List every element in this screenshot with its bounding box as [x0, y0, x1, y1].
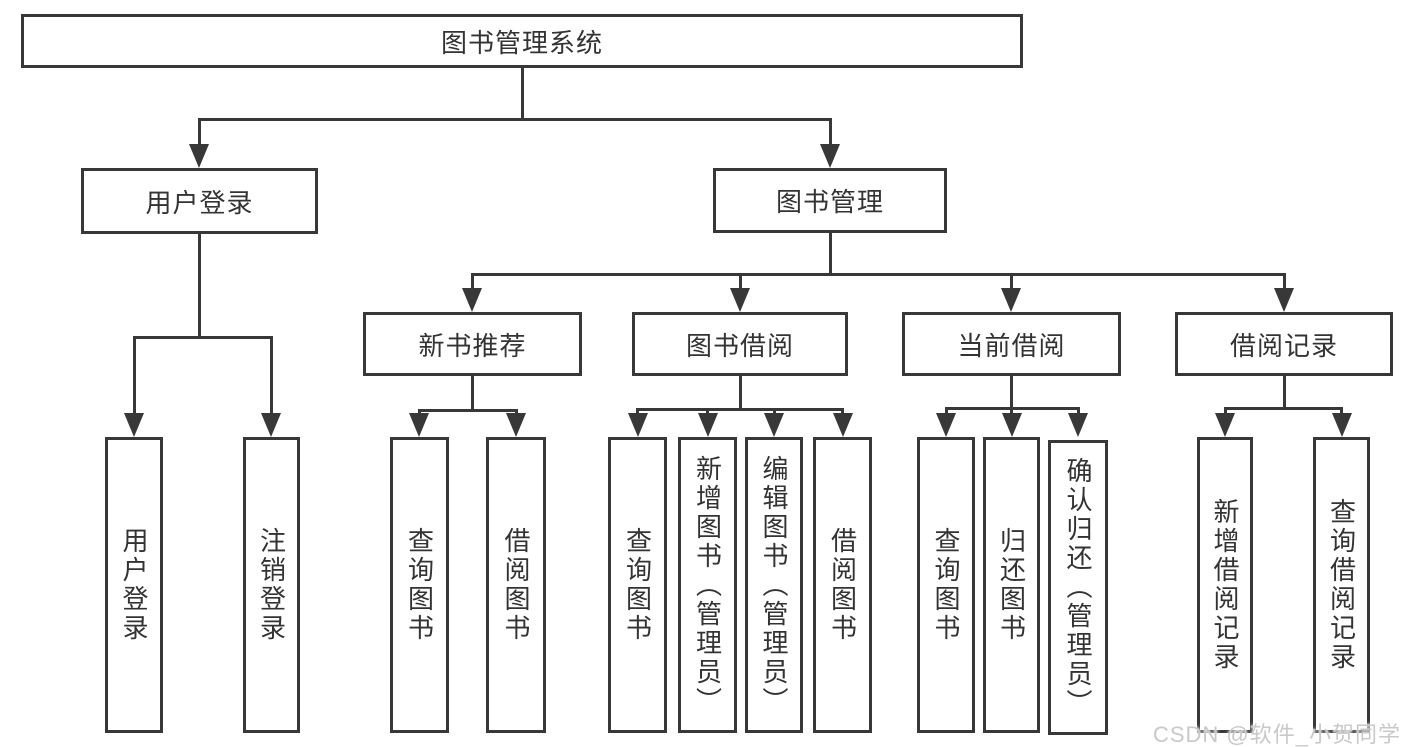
node-query-books-3: 查询图书 — [917, 437, 975, 733]
connector-hline — [636, 408, 844, 411]
connector-vline — [828, 233, 832, 276]
node-label: 用户登录 — [119, 527, 149, 643]
node-book-borrowing: 图书借阅 — [632, 312, 848, 376]
node-user-login: 用户登录 — [81, 168, 318, 234]
connector-arrow — [189, 118, 209, 168]
connector-vline — [470, 376, 474, 412]
connector-arrow — [1215, 407, 1235, 437]
node-label: 查询图书 — [622, 527, 653, 643]
node-label: 借阅记录 — [1229, 330, 1338, 361]
node-add-borrow-record: 新增借阅记录 — [1197, 437, 1253, 733]
node-current-borrowing: 当前借阅 — [902, 312, 1121, 376]
node-user-login-leaf: 用户登录 — [105, 437, 163, 733]
connector-arrow — [1274, 273, 1294, 312]
node-add-book-admin: 新增图书（管理员） — [678, 437, 737, 733]
node-label: 图书管理 — [775, 187, 884, 217]
connector-vline — [1009, 376, 1013, 410]
connector-arrow — [820, 118, 840, 168]
connector-hline — [197, 118, 832, 121]
connector-arrow — [832, 408, 853, 437]
connector-hline — [1223, 407, 1343, 410]
connector-arrow — [462, 273, 482, 312]
node-label: 图书管理系统 — [440, 27, 603, 58]
node-label: 借阅图书 — [501, 527, 531, 643]
connector-hline — [470, 273, 1286, 276]
connector-arrow — [764, 408, 784, 437]
connector-arrow — [1001, 407, 1022, 437]
node-logout: 注销登录 — [243, 437, 300, 733]
connector-arrow — [936, 407, 956, 437]
connector-hline — [132, 336, 273, 339]
node-book-management: 图书管理 — [713, 168, 947, 233]
connector-arrow — [1001, 273, 1021, 312]
node-borrow-books-1: 借阅图书 — [486, 437, 546, 733]
node-label: 借阅图书 — [827, 527, 858, 643]
connector-arrow — [697, 408, 718, 437]
connector-arrow — [506, 409, 526, 437]
node-label: 查询图书 — [931, 527, 961, 643]
node-label: 新书推荐 — [418, 330, 527, 361]
node-root-system: 图书管理系统 — [21, 14, 1023, 68]
node-label: 新增图书（管理员） — [692, 454, 723, 716]
connector-vline — [520, 68, 524, 121]
node-label: 当前借阅 — [957, 330, 1066, 361]
connector-arrow — [409, 409, 429, 437]
node-return-book: 归还图书 — [983, 437, 1040, 733]
connector-vline — [197, 234, 201, 339]
node-label: 编辑图书（管理员） — [759, 454, 789, 716]
node-label: 查询借阅记录 — [1326, 498, 1357, 672]
node-edit-book-admin: 编辑图书（管理员） — [745, 437, 803, 733]
node-new-book-recommend: 新书推荐 — [363, 312, 582, 376]
connector-arrow — [1068, 407, 1088, 437]
node-label: 查询图书 — [404, 527, 435, 643]
connector-arrow — [730, 273, 750, 312]
node-label: 图书借阅 — [685, 330, 794, 361]
node-query-books-2: 查询图书 — [608, 437, 667, 733]
connector-vline — [738, 376, 742, 411]
node-label: 新增借阅记录 — [1210, 498, 1240, 672]
connector-arrow — [124, 336, 144, 437]
node-borrow-books-2: 借阅图书 — [813, 437, 872, 733]
node-label: 确认归还（管理员） — [1063, 457, 1093, 718]
node-label: 归还图书 — [996, 527, 1027, 643]
node-query-borrow-record: 查询借阅记录 — [1313, 437, 1370, 733]
node-label: 用户登录 — [145, 187, 254, 218]
watermark-text: CSDN @软件_小贺同学 — [1152, 722, 1401, 747]
node-borrowing-records: 借阅记录 — [1175, 312, 1393, 376]
connector-arrow — [261, 336, 281, 437]
node-confirm-return-admin: 确认归还（管理员） — [1048, 440, 1108, 735]
node-label: 注销登录 — [256, 527, 287, 643]
connector-vline — [1282, 376, 1286, 410]
node-query-books-1: 查询图书 — [390, 437, 449, 733]
connector-hline — [417, 409, 518, 412]
connector-arrow — [1331, 407, 1352, 437]
connector-arrow — [627, 408, 648, 437]
